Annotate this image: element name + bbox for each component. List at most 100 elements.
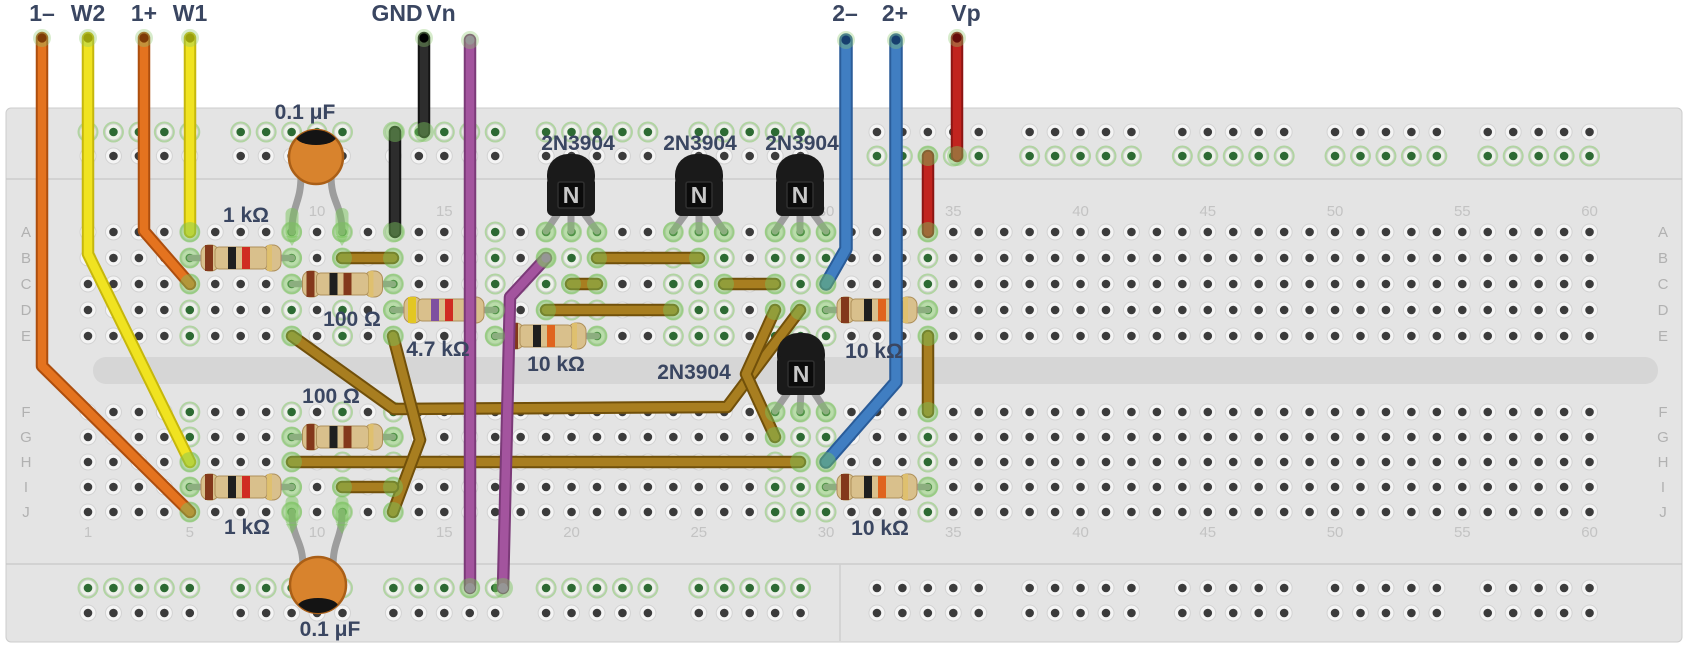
- wire-w2: [81, 31, 197, 469]
- wire-1minus: [35, 31, 197, 519]
- row-letter: D: [21, 302, 32, 319]
- connection-highlights: [180, 122, 967, 598]
- column-number: 1: [84, 524, 92, 541]
- capacitor-top: [285, 128, 349, 246]
- row-letter: C: [21, 276, 32, 293]
- resistor-value-label: 10 kΩ: [527, 353, 585, 376]
- transistor-logo: [685, 181, 713, 209]
- column-number: 15: [436, 524, 453, 541]
- wire-2plus: [819, 33, 903, 469]
- wire-e13-j13: [386, 329, 427, 519]
- column-number: 45: [1199, 203, 1216, 220]
- transistor-q2: N: [669, 154, 728, 235]
- transistor-q3: N: [771, 154, 830, 235]
- row-letter: A: [21, 224, 31, 241]
- resistor-value-label: 100 Ω: [302, 385, 360, 408]
- resistor-4k7: [389, 296, 499, 324]
- pin-label-1: 1+: [131, 0, 157, 26]
- row-letter: F: [21, 404, 30, 421]
- resistor-10k-i: [822, 473, 932, 501]
- transistor-q4: N: [771, 333, 830, 415]
- column-number: 40: [1072, 524, 1089, 541]
- pin-label-W1: W1: [173, 0, 208, 26]
- resistor-value-label: 1 kΩ: [224, 516, 270, 539]
- column-number: 30: [818, 524, 835, 541]
- transistor-part-label: 2N3904: [541, 132, 615, 155]
- resistor-10k-d: [822, 296, 932, 324]
- pin-label-Vn: Vn: [426, 0, 455, 26]
- transistor-logo-n: N: [792, 182, 809, 208]
- row-letter: J: [22, 504, 30, 521]
- row-letter: J: [1659, 504, 1667, 521]
- column-number: 10: [309, 203, 326, 220]
- resistor-value-label: 100 Ω: [323, 308, 381, 331]
- wire-vn-jumper: [496, 251, 553, 595]
- row-letter: B: [1658, 250, 1668, 267]
- transistor-part-label: 2N3904: [657, 361, 731, 384]
- row-letter: G: [20, 429, 32, 446]
- resistors: [186, 244, 932, 501]
- column-number: 50: [1327, 203, 1344, 220]
- pin-label-2: 2+: [882, 0, 908, 26]
- capacitor-bottom: [285, 496, 349, 615]
- resistor-value-label: 10 kΩ: [851, 517, 909, 540]
- transistor-logo-n: N: [793, 361, 810, 387]
- pin-label-2: 2–: [832, 0, 858, 26]
- transistor-logo-n: N: [563, 182, 580, 208]
- column-number: 20: [563, 524, 580, 541]
- row-letter: E: [21, 328, 31, 345]
- row-letter: F: [1658, 404, 1667, 421]
- transistor-logo: [557, 181, 585, 209]
- transistor-part-label: 2N3904: [765, 132, 839, 155]
- wires-under: [285, 31, 964, 519]
- transistor-logo: [787, 360, 815, 388]
- center-channel: [93, 357, 1658, 384]
- transistor-part-label: 2N3904: [663, 132, 737, 155]
- wire-tips: [33, 29, 966, 593]
- column-number: 5: [186, 524, 194, 541]
- row-letter: H: [1658, 454, 1669, 471]
- wire-2minus: [819, 33, 853, 291]
- pin-label-GND: GND: [371, 0, 422, 26]
- column-number: 50: [1327, 524, 1344, 541]
- resistor-100-top: [288, 270, 397, 298]
- column-number: 60: [1581, 524, 1598, 541]
- resistor-1k-top: [186, 244, 296, 272]
- column-number: 55: [1454, 524, 1471, 541]
- column-number: 35: [945, 524, 962, 541]
- wire-1plus: [137, 31, 197, 291]
- wire-d28-g28: [739, 303, 782, 444]
- resistor-value-label: 10 kΩ: [845, 340, 903, 363]
- resistor-100-bottom: [288, 423, 397, 451]
- row-letter: A: [1658, 224, 1668, 241]
- capacitor-value-label: 0.1 μF: [300, 618, 361, 641]
- column-number: 35: [945, 203, 962, 220]
- row-letter: D: [1658, 302, 1669, 319]
- capacitors: [285, 128, 349, 615]
- capacitor-value-label: 0.1 μF: [275, 101, 336, 124]
- transistor-logo: [786, 181, 814, 209]
- wire-e9-d29: [285, 303, 807, 416]
- column-number: 55: [1454, 203, 1471, 220]
- column-number: 40: [1072, 203, 1089, 220]
- row-letter: C: [1658, 276, 1669, 293]
- column-number: 15: [436, 203, 453, 220]
- column-number: 10: [309, 524, 326, 541]
- resistor-value-label: 4.7 kΩ: [406, 338, 470, 361]
- column-number: 25: [690, 524, 707, 541]
- column-number: 60: [1581, 203, 1598, 220]
- resistor-1k-bottom: [186, 473, 296, 501]
- wires-over: [35, 31, 903, 595]
- transistor-logo-n: N: [691, 182, 708, 208]
- pin-label-1: 1–: [29, 0, 55, 26]
- pin-label-W2: W2: [71, 0, 106, 26]
- row-letter: I: [1661, 479, 1665, 496]
- transistors: N N N N: [542, 154, 830, 415]
- row-letter: B: [21, 250, 31, 267]
- pin-label-Vp: Vp: [951, 0, 980, 26]
- transistor-q1: N: [542, 154, 601, 235]
